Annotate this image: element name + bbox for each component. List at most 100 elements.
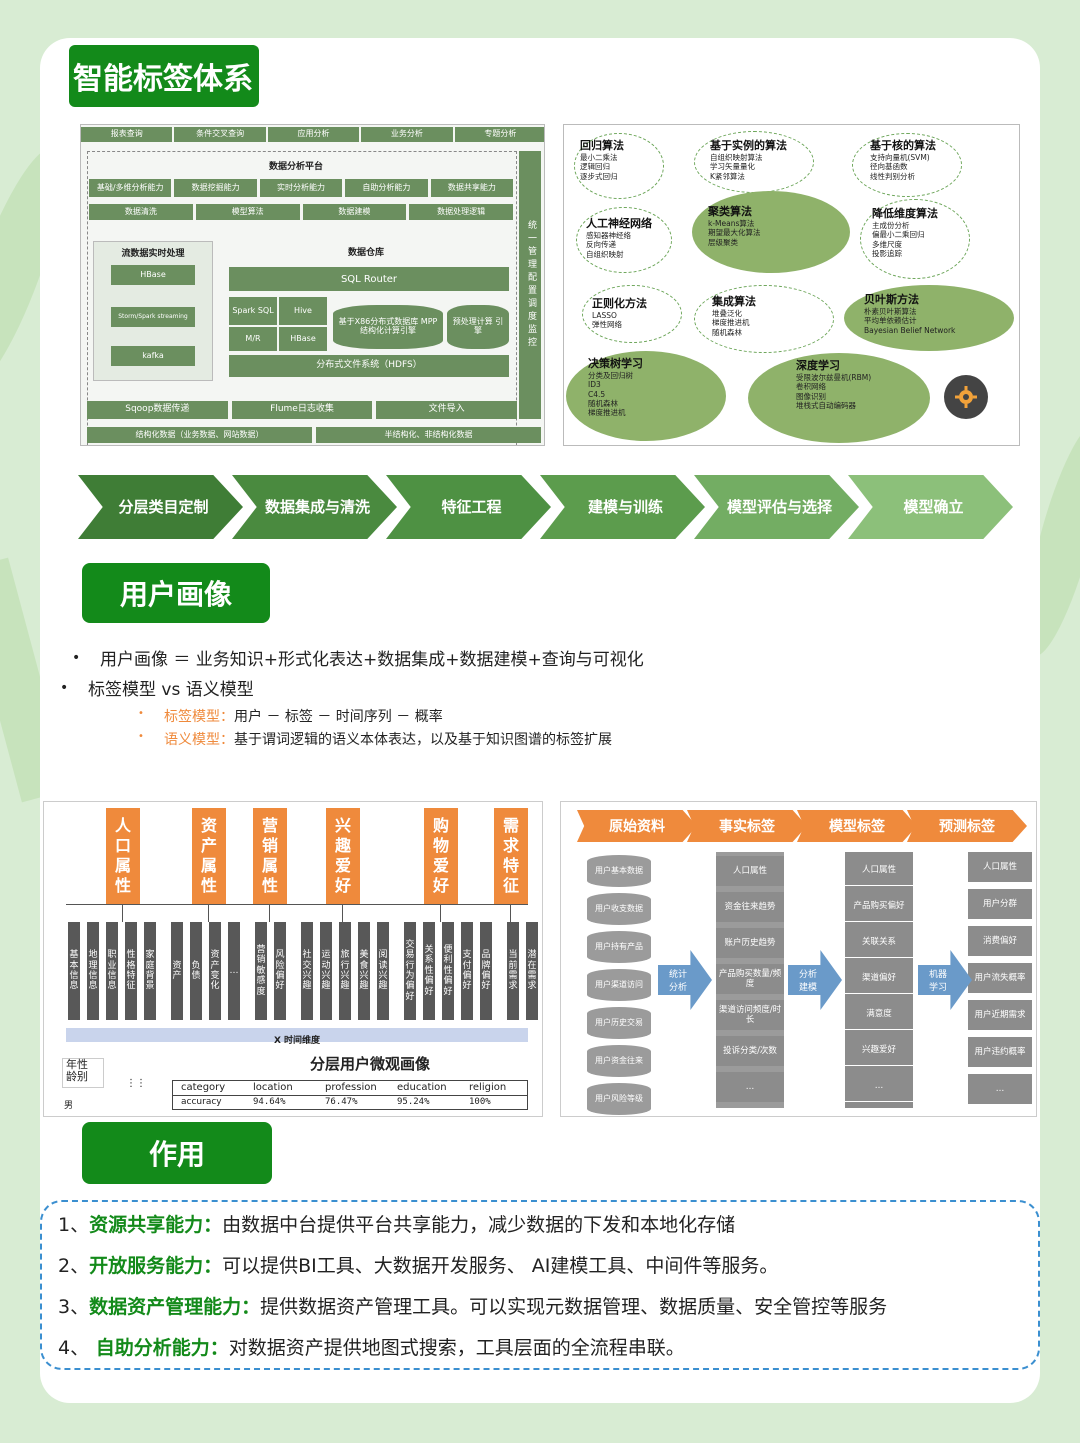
column-char: 特 [126, 971, 136, 981]
algorithm-item: k-Means算法 [708, 218, 755, 228]
column-char: 信 [69, 971, 79, 981]
algorithm-item: Bayesian Belief Network [864, 325, 956, 335]
processing-block: 模型算法 [195, 204, 300, 220]
bullet-list: • 用户画像 ＝ 业务知识+形式化表达+数据集成+数据建模+查询与可视化 • 标… [60, 640, 1040, 760]
column-char: 债 [191, 971, 201, 981]
attribute-column: 交易行为偏好 [404, 922, 416, 1020]
algorithm-item: 学习矢量量化 [710, 162, 755, 172]
hdfs-block: 分布式文件系统（HDFS） [229, 355, 509, 377]
process-step-label: 模型确立 [903, 498, 964, 516]
attribute-column: 品牌偏好 [480, 922, 492, 1020]
tab-char: 特 [502, 856, 519, 875]
attribute-column: 资产变化 [209, 922, 221, 1020]
algorithm-item: 支持向量机(SVM) [870, 152, 930, 162]
raw-data-cylinder: 用户资金往来 [587, 1045, 651, 1077]
bullet-portrait-formula: 用户画像 ＝ 业务知识+形式化表达+数据集成+数据建模+查询与可视化 [100, 650, 644, 670]
data-type-block: 半结构化、非结构化数据 [316, 427, 541, 443]
sql-router-block: SQL Router [229, 267, 509, 291]
algorithm-item: 平均单依赖估计 [864, 316, 917, 326]
time-axis-bar [66, 1028, 528, 1042]
function-item: 3、数据资产管理能力：提供数据资产管理工具。可以实现元数据管理、数据质量、安全管… [58, 1292, 887, 1319]
tab-char: 物 [432, 836, 449, 855]
column-char: 营 [256, 945, 266, 956]
fact-tag: 投诉分类/次数 [716, 1036, 784, 1066]
mpp-engine-block: 基于X86分布式数据库 MPP结构化计算引擎 [333, 305, 443, 349]
tab-char: 求 [502, 836, 519, 855]
attribute-column: 美食兴趣 [358, 922, 370, 1020]
flow-header: 模型标签 [797, 810, 917, 842]
header-user-portrait: 用户画像 [82, 563, 270, 623]
legend-dots: ⋮⋮ [126, 1078, 146, 1089]
column-char: 趣 [321, 981, 331, 992]
hbase-block: HBase [111, 265, 195, 285]
raw-data-cylinder: 用户历史交易 [587, 1007, 651, 1039]
attribute-column: 关系性偏好 [423, 922, 435, 1020]
tab-stem [269, 904, 270, 922]
unified-management-bar: 统一管理配置调度监控 [519, 151, 541, 419]
prediction-tag: 消费偏好 [968, 926, 1032, 956]
algorithm-name: 回归算法 [580, 139, 624, 152]
function-number: 1、 [58, 1214, 90, 1236]
function-number: 3、 [58, 1296, 90, 1318]
column-char: 行 [340, 960, 350, 971]
ability-block: 数据挖掘能力 [174, 179, 257, 197]
algorithm-item: 层级聚类 [708, 237, 738, 247]
tab-char: 销 [261, 836, 278, 855]
algorithm-item: 最小二乘法 [580, 152, 618, 162]
algorithm-item: 随机森林 [588, 398, 618, 408]
platform-top-tabs: 报表查询条件交叉查询应用分析业务分析专题分析 [81, 127, 544, 142]
algorithm-item: 投影追踪 [872, 248, 902, 258]
tab-char: 属 [200, 856, 217, 875]
column-char: 付 [462, 960, 472, 971]
algorithm-item: 卷积网络 [796, 382, 826, 392]
attribute-column: 地理信息 [87, 922, 99, 1020]
algorithm-group: 回归算法最小二乘法逻辑回归逐步式回归 [580, 139, 624, 181]
column-char: 资 [210, 950, 220, 961]
column-char: 家 [145, 950, 155, 961]
data-platform-diagram: 报表查询条件交叉查询应用分析业务分析专题分析 数据分析平台 基础/多维分析能力数… [80, 124, 545, 446]
table-header-cell: religion [469, 1082, 507, 1093]
flow-header: 事实标签 [687, 810, 807, 842]
algorithm-group: 深度学习受限波尔兹曼机(RBM)卷积网络图像识别堆栈式自动编码器 [796, 359, 871, 410]
attribute-column: 支付偏好 [461, 922, 473, 1020]
algorithm-item: ID3 [588, 380, 601, 390]
column-char: 庭 [145, 960, 155, 971]
table-value-cell: 100% [469, 1097, 491, 1107]
algorithm-item: 自组织映射算法 [710, 152, 763, 162]
legend-line: 年性 [66, 1058, 88, 1071]
portrait-tab: 兴趣爱好 [326, 808, 360, 904]
ability-block: 自助分析能力 [345, 179, 428, 197]
prediction-tag: … [968, 1074, 1032, 1104]
fact-tag: 账户历史趋势 [716, 928, 784, 958]
column-char: 需 [527, 971, 537, 981]
model-tag: 人口属性 [845, 856, 913, 886]
column-char: 险 [275, 960, 285, 971]
column-char: 旅 [340, 950, 350, 961]
column-char: 销 [256, 955, 266, 966]
algorithm-group: 集成算法堆叠泛化梯度推进机随机森林 [712, 295, 756, 337]
ability-row: 基础/多维分析能力数据挖掘能力实时分析能力自助分析能力数据共享能力 [89, 179, 514, 197]
algorithm-item: 朴素贝叶斯算法 [864, 306, 917, 316]
spark-sql-block: Spark SQL [229, 297, 277, 325]
column-char: 理 [88, 960, 98, 971]
table-header-cell: category [181, 1082, 226, 1093]
column-char: 系 [424, 955, 434, 966]
platform-main-frame [87, 151, 517, 445]
column-char: 交 [405, 939, 415, 950]
bullet-dot: • [60, 680, 69, 696]
process-step: 建模与训练 [540, 475, 705, 539]
tab-char: 趣 [334, 836, 351, 855]
functions-box [40, 1200, 1040, 1370]
flow-header: 原始资料 [577, 810, 697, 842]
tab-char: 人 [114, 816, 131, 835]
tab-char: 需 [502, 816, 519, 835]
micro-portrait-title: 分层用户微观画像 [309, 1055, 430, 1073]
column-char: 征 [126, 981, 136, 992]
flow-header-label: 预测标签 [939, 819, 995, 835]
column-char: 在 [527, 960, 537, 971]
column-char: 行 [405, 960, 415, 971]
algorithm-bubble [860, 199, 970, 279]
semantic-model-value: 基于谓词逻辑的语义本体表达，以及基于知识图谱的标签扩展 [234, 732, 612, 748]
column-char: 信 [107, 971, 117, 981]
column-char: 息 [88, 981, 98, 992]
